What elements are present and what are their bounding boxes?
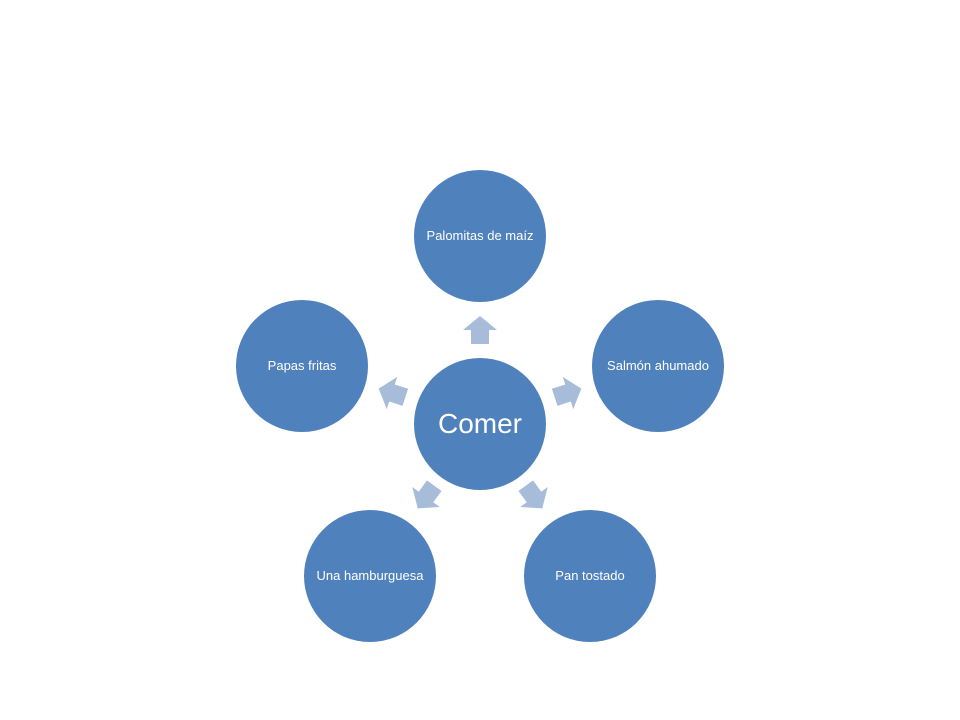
node-salmon: Salmón ahumado [592,300,724,432]
center-node-label: Comer [437,408,522,440]
arrow-down-left-icon [403,474,450,519]
node-palomitas: Palomitas de maíz [414,170,546,302]
center-node: Comer [414,358,546,490]
node-label: Papas fritas [267,357,337,373]
node-pan: Pan tostado [524,510,656,642]
arrow-down-right-icon [511,474,558,519]
arrow-up-left-icon [372,371,412,415]
arrow-up-right-icon [548,371,588,415]
node-label: Salmón ahumado [607,357,709,373]
node-label: Pan tostado [555,567,625,583]
node-label: Una hamburguesa [316,567,424,583]
arrow-up-icon [462,315,498,345]
node-hamburguesa: Una hamburguesa [304,510,436,642]
node-label: Palomitas de maíz [426,227,534,243]
node-papas: Papas fritas [236,300,368,432]
